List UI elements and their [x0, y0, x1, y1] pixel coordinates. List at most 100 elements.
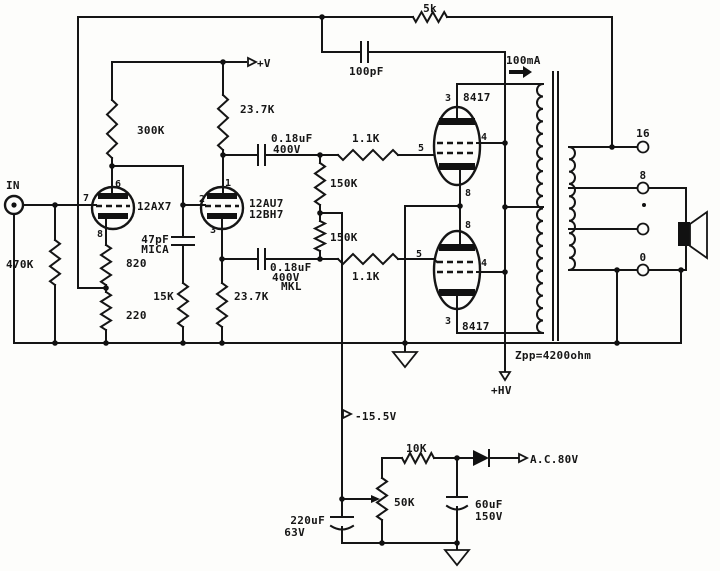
out-top-plate-pin: 3 — [445, 93, 451, 104]
v2-cathode-pin: 3 — [210, 225, 216, 236]
coupling-top-label: 0.18uF — [271, 132, 313, 145]
resistor-50k-pot — [375, 476, 389, 522]
tap-terminal-0 — [636, 263, 650, 277]
secondary-winding — [567, 145, 576, 272]
tap0-label: 0 — [640, 251, 647, 264]
tap-mark — [642, 203, 646, 207]
out-bottom-cathode-pin: 8 — [465, 220, 471, 231]
input-jack — [3, 194, 25, 216]
core-laminations — [552, 71, 559, 341]
ground-symbol-bias — [443, 549, 471, 567]
r150k-bottom-label: 150K — [330, 231, 358, 244]
markers — [247, 56, 532, 567]
electrolytic-curved-plates — [329, 504, 469, 531]
coupling-bottom-label: 0.18uF — [270, 261, 312, 274]
resistor-150k-top — [313, 161, 327, 207]
tap8-label: 8 — [640, 169, 647, 182]
cathode-electrode — [439, 163, 475, 170]
r15k-label: 15K — [153, 290, 174, 303]
labels: IN 470K 300K 820 220 47pF MICA 15K 23.7K… — [6, 2, 650, 539]
zpp-label: Zpp=4200ohm — [515, 349, 591, 362]
out-top-screen-pin: 4 — [481, 132, 487, 143]
v2-plate-pin: 1 — [225, 178, 231, 189]
speaker-horn — [689, 210, 708, 260]
resistor-10k — [400, 450, 436, 466]
resistor-820 — [99, 243, 113, 287]
wires — [13, 16, 687, 551]
v1-plate-pin: 6 — [115, 179, 121, 190]
ac-label: A.C.80V — [530, 453, 579, 466]
tube-8417-top — [432, 105, 482, 187]
current-flow-arrow — [509, 66, 532, 78]
resistor-470k — [48, 238, 62, 287]
c220uf-v-label: 63V — [284, 526, 305, 539]
resistor-15k — [176, 281, 190, 329]
capacitors — [171, 41, 469, 531]
r300k-label: 300K — [137, 124, 165, 137]
speaker-wires — [648, 187, 687, 271]
pin-labels: 6 7 8 1 2 3 3 4 5 8 8 5 4 3 — [83, 93, 487, 327]
r470k-label: 470K — [6, 258, 34, 271]
hv-terminal-arrow — [498, 371, 512, 382]
input-wire — [13, 204, 682, 344]
tap16-label: 16 — [636, 127, 650, 140]
tube-12au7 — [199, 185, 245, 231]
tube-8417-bottom — [432, 229, 482, 311]
speaker-icon — [678, 210, 708, 260]
r220-label: 220 — [126, 309, 147, 322]
tap-terminal-16 — [636, 140, 650, 154]
vplus-rail — [111, 61, 247, 194]
vplus-label: +V — [257, 57, 271, 70]
cathode-electrode — [98, 213, 128, 219]
c100pf-label: 100pF — [349, 65, 384, 78]
resistor-1.1k-bottom — [336, 252, 400, 266]
bias-voltage-label: -15.5V — [355, 410, 397, 423]
plate-electrode — [207, 193, 237, 199]
bias-test-arrow — [342, 408, 354, 420]
v1-grid-pin: 7 — [83, 193, 89, 204]
jack-tip — [11, 202, 17, 208]
r820-label: 820 — [126, 257, 147, 270]
v1-label: 12AX7 — [137, 200, 172, 213]
v2b-label: 12BH7 — [249, 208, 284, 221]
c47pf-label: 47pF — [141, 233, 169, 246]
resistor-5k — [411, 9, 449, 25]
pot-wiper-arrow — [371, 495, 380, 503]
out-bottom-plate-pin: 3 — [445, 316, 451, 327]
primary-winding — [536, 82, 545, 335]
capacitor-plates — [171, 41, 468, 518]
r150k-top-label: 150K — [330, 177, 358, 190]
coupling-type-label: MKL — [281, 280, 302, 293]
cathode-electrode — [439, 244, 475, 251]
hv-label: +HV — [491, 384, 512, 397]
r1.1k-top-label: 1.1K — [352, 132, 380, 145]
pot50k-label: 50K — [394, 496, 415, 509]
r1.1k-bottom-label: 1.1K — [352, 270, 380, 283]
tube-envelope — [199, 185, 245, 231]
speaker-magnet — [678, 222, 690, 246]
coupling-bottom-v-label: 400V — [272, 271, 300, 284]
r23.7k-cathode-label: 23.7K — [234, 290, 269, 303]
ac-terminal-arrow — [518, 452, 530, 464]
tap-terminal-8 — [636, 181, 650, 195]
ground-symbol-main — [391, 351, 419, 369]
diode — [473, 450, 489, 466]
resistor-23.7k-plate — [216, 93, 230, 152]
tube-12ax7 — [90, 185, 136, 231]
v2a-label: 12AU7 — [249, 197, 284, 210]
out-top-wires — [404, 83, 544, 353]
output-transformer — [536, 71, 650, 341]
bias-wire — [319, 212, 458, 544]
tube-8417-top-label: 8417 — [463, 91, 491, 104]
junction-dots — [52, 14, 684, 546]
c60uf-v-label: 150V — [475, 510, 503, 523]
out-top-cathode-pin: 8 — [465, 188, 471, 199]
plate-electrode — [98, 193, 128, 199]
current-label: 100mA — [506, 54, 541, 67]
vplus-terminal-arrow — [247, 56, 259, 68]
resistor-23.7k-cathode — [215, 281, 229, 329]
resistor-300k — [105, 98, 119, 160]
tube-envelope — [432, 229, 482, 311]
r23.7k-plate-label: 23.7K — [240, 103, 275, 116]
